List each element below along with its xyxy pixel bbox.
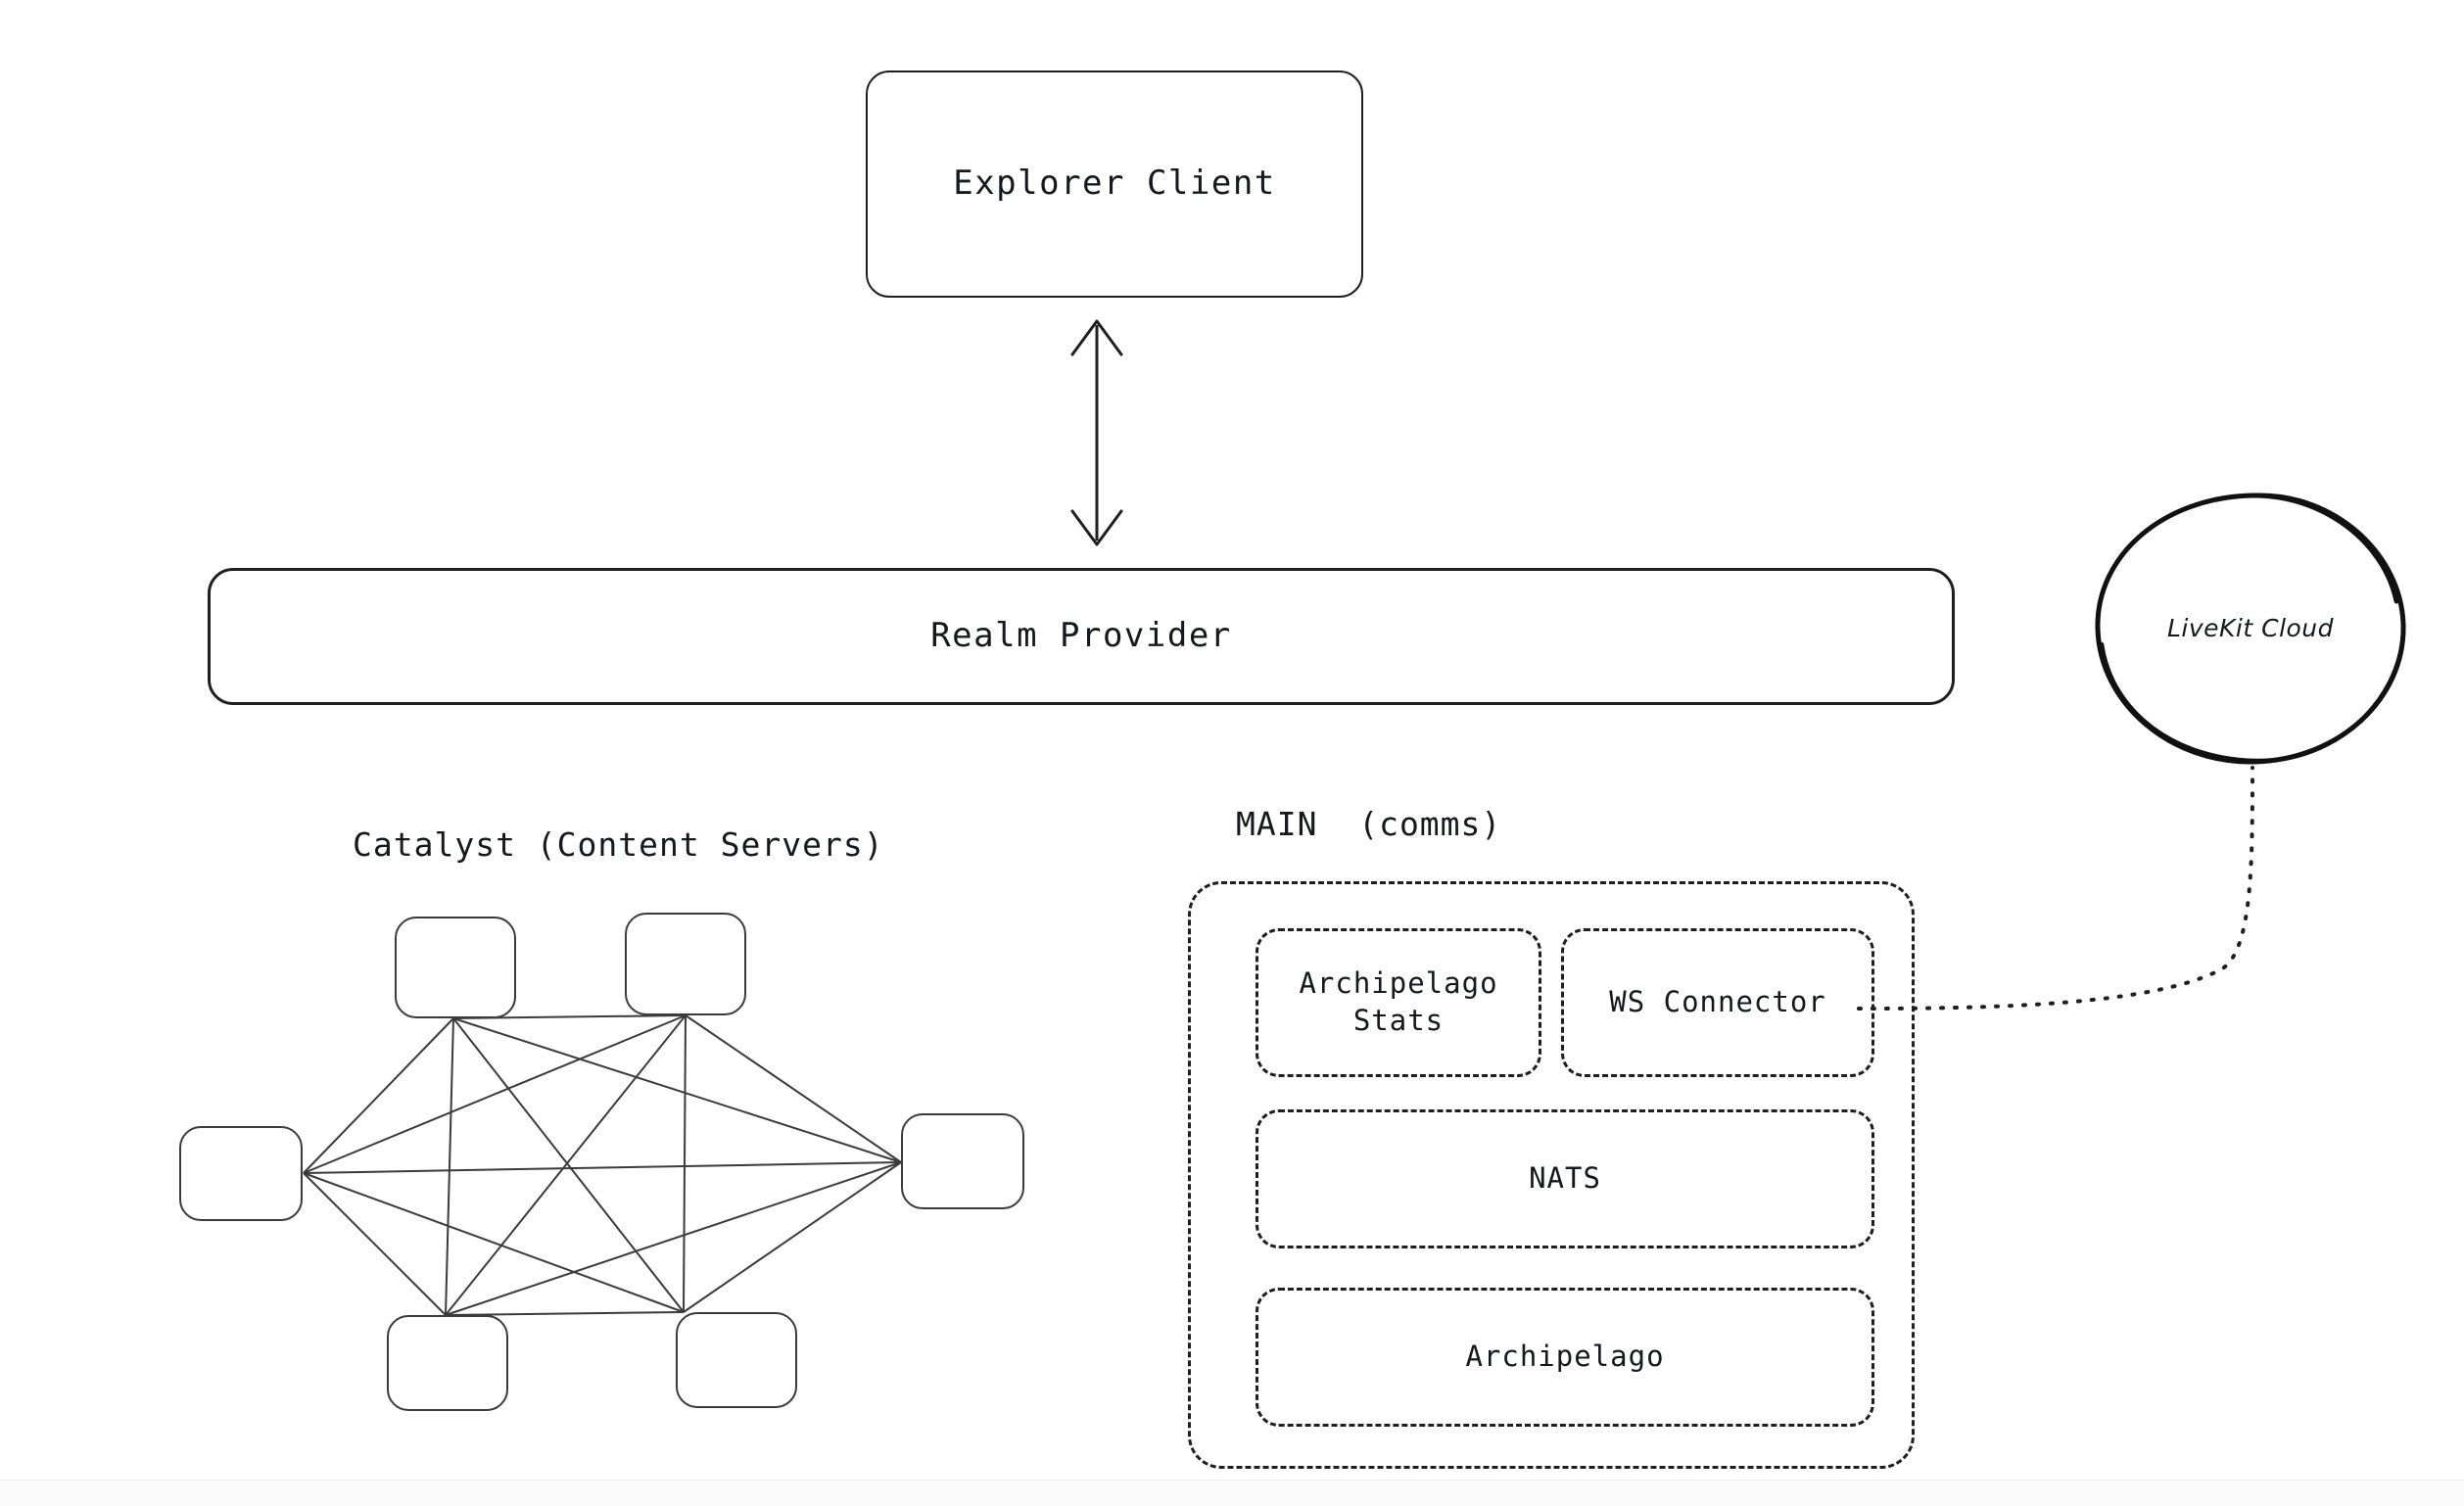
explorer-client-label: Explorer Client bbox=[953, 164, 1276, 204]
archipelago-stats-box[interactable]: Archipelago Stats bbox=[1256, 928, 1541, 1077]
nats-box[interactable]: NATS bbox=[1256, 1109, 1874, 1248]
explorer-client-node[interactable]: Explorer Client bbox=[866, 71, 1363, 298]
catalyst-node-right[interactable] bbox=[901, 1113, 1024, 1209]
realm-provider-label: Realm Provider bbox=[930, 616, 1232, 656]
main-comms-section-title: MAIN (comms) bbox=[1236, 805, 1502, 843]
archipelago-stats-label: Archipelago Stats bbox=[1299, 966, 1498, 1037]
nats-label: NATS bbox=[1529, 1161, 1601, 1196]
ws-connector-box[interactable]: WS Connector bbox=[1561, 928, 1874, 1077]
wsconnector-livekit-link bbox=[1857, 766, 2254, 1011]
livekit-cloud-node[interactable]: LiveKit Cloud bbox=[2094, 490, 2407, 766]
livekit-cloud-circle-icon bbox=[2095, 493, 2406, 765]
explorer-realm-link bbox=[1070, 319, 1123, 546]
catalyst-section-title: Catalyst (Content Servers) bbox=[353, 825, 884, 864]
catalyst-node-top-left[interactable] bbox=[395, 917, 516, 1018]
catalyst-node-bottom-left[interactable] bbox=[387, 1315, 508, 1411]
livekit-cloud-label: LiveKit Cloud bbox=[2166, 613, 2335, 642]
catalyst-node-left[interactable] bbox=[179, 1126, 303, 1221]
catalyst-node-bottom-right[interactable] bbox=[676, 1312, 797, 1408]
ws-connector-label: WS Connector bbox=[1609, 985, 1826, 1019]
realm-provider-node[interactable]: Realm Provider bbox=[208, 568, 1955, 705]
catalyst-mesh-edges bbox=[303, 1014, 902, 1316]
catalyst-mesh-group bbox=[147, 881, 1087, 1449]
main-comms-container: Archipelago Stats WS Connector NATS Arch… bbox=[1188, 881, 1915, 1469]
bottom-status-band bbox=[0, 1480, 2464, 1506]
archipelago-box[interactable]: Archipelago bbox=[1256, 1288, 1874, 1427]
archipelago-label: Archipelago bbox=[1465, 1340, 1665, 1374]
catalyst-node-top-right[interactable] bbox=[625, 913, 746, 1015]
